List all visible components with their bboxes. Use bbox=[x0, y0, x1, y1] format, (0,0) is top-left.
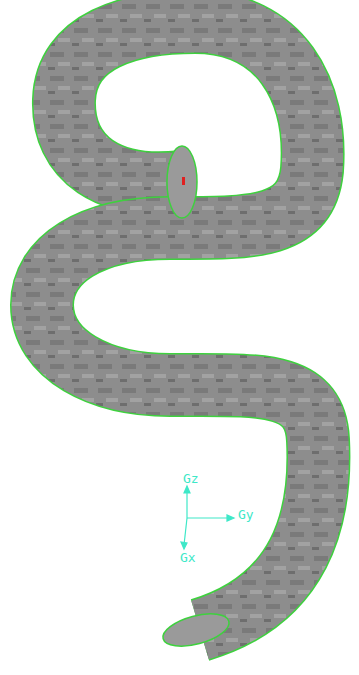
axis-label: Gy bbox=[238, 508, 254, 521]
axis-label: Gx bbox=[180, 551, 196, 564]
axis-label: Gz bbox=[183, 472, 199, 485]
axis-triad bbox=[181, 486, 234, 549]
